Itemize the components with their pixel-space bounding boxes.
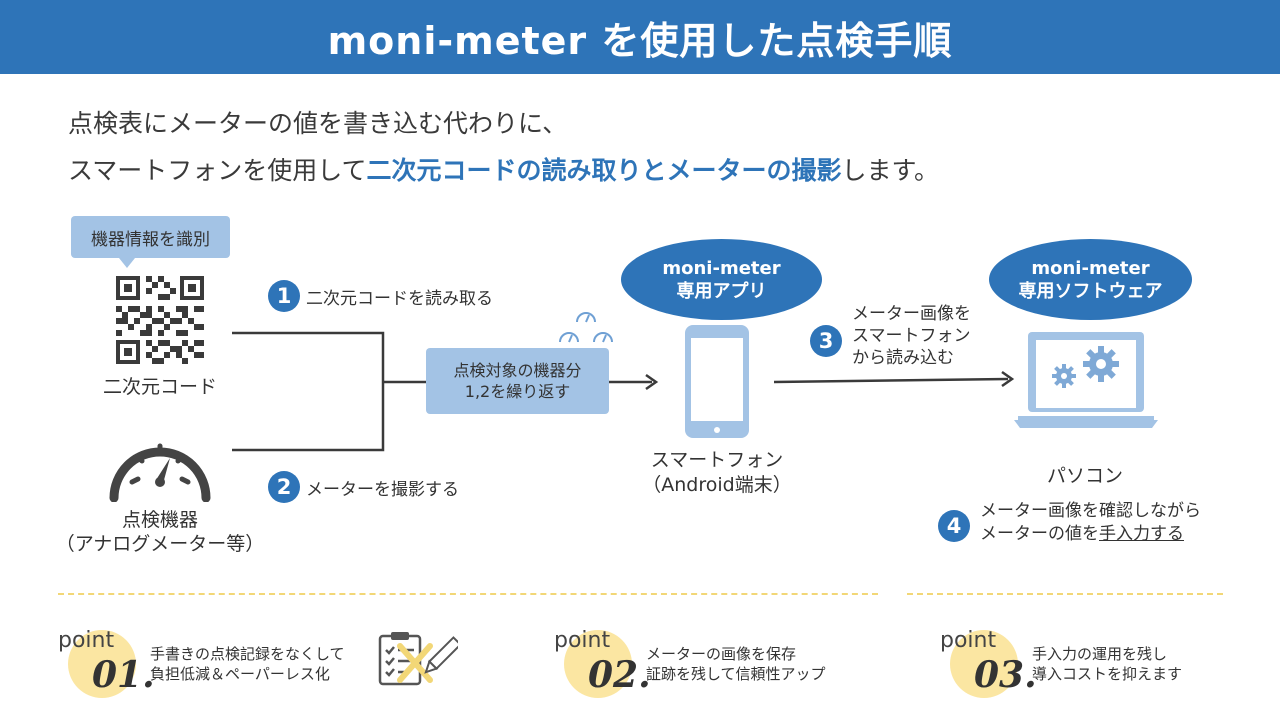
pc-label: パソコン xyxy=(1046,465,1123,487)
step-2-number: 2 xyxy=(268,471,300,503)
intro-line-1: 点検表にメーターの値を書き込む代わりに、 xyxy=(68,109,568,138)
point-01-word: point xyxy=(58,628,115,653)
qr-code-icon xyxy=(116,276,204,364)
step-2-text: メーターを撮影する xyxy=(306,479,459,500)
step-4-number: 4 xyxy=(938,510,970,542)
software-oval: moni-meter 専用ソフトウェア xyxy=(989,239,1192,320)
point-02-text: メーターの画像を保存 証跡を残して信頼性アップ xyxy=(646,644,826,684)
checklist-pen-icon xyxy=(378,630,462,686)
point-02: point 02. メーターの画像を保存 証跡を残して信頼性アップ xyxy=(554,626,874,698)
header-bar: moni-meter を使用した点検手順 xyxy=(0,0,1280,74)
point-02-word: point xyxy=(554,628,611,653)
software-oval-line-1: moni-meter xyxy=(1031,257,1150,279)
point-03-text: 手入力の運用を残し 導入コストを抑えます xyxy=(1032,644,1182,684)
point-03-line-2: 導入コストを抑えます xyxy=(1032,665,1183,683)
step-4-text: メーター画像を確認しながら メーターの値を手入力する xyxy=(980,500,1201,546)
point-01-badge xyxy=(68,630,136,698)
repeat-box: 点検対象の機器分 1,2を繰り返す xyxy=(426,348,609,414)
smartphone-label-line-2: （Android端末） xyxy=(642,474,792,496)
point-01-line-2: 負担低減＆ペーパーレス化 xyxy=(150,665,330,683)
point-01-text: 手書きの点検記録をなくして 負担低減＆ペーパーレス化 xyxy=(150,644,345,684)
dashed-separator-right xyxy=(907,593,1223,595)
smartphone-label-line-1: スマートフォン xyxy=(650,449,784,471)
point-02-badge xyxy=(564,630,632,698)
software-oval-line-2: 専用ソフトウェア xyxy=(1018,280,1163,302)
step-3-text: メーター画像を スマートフォン から読み込む xyxy=(852,303,971,369)
step-3-number: 3 xyxy=(810,325,842,357)
qr-code-label: 二次元コード xyxy=(102,376,217,398)
small-gauges-icon xyxy=(557,304,615,346)
intro-line-2-highlight: 二次元コードの読み取りとメーターの撮影 xyxy=(366,156,842,185)
dashed-separator-left xyxy=(58,593,878,595)
step-3-line-3: から読み込む xyxy=(852,348,954,368)
step-1: 1 二次元コードを読み取る xyxy=(268,280,493,312)
device-label-line-1: 点検機器 xyxy=(121,509,198,531)
intro-line-2-pre: スマートフォンを使用して xyxy=(68,156,367,185)
repeat-line-1: 点検対象の機器分 xyxy=(453,361,582,380)
point-03: point 03. 手入力の運用を残し 導入コストを抑えます xyxy=(940,626,1240,698)
gauge-icon xyxy=(104,426,216,503)
device-label-line-2: （アナログメーター等） xyxy=(55,533,265,555)
app-oval-line-2: 専用アプリ xyxy=(676,280,767,302)
point-03-word: point xyxy=(940,628,997,653)
laptop-gear-icon xyxy=(1014,332,1158,428)
point-01-number: 01. xyxy=(92,654,155,696)
intro-line-2: スマートフォンを使用して二次元コードの読み取りとメーターの撮影します。 xyxy=(68,147,939,194)
step-4-line-2: メーターの値を手入力する xyxy=(980,523,1201,546)
step-3-line-2: スマートフォン xyxy=(852,326,971,346)
point-03-line-1: 手入力の運用を残し xyxy=(1032,645,1168,663)
step-1-text: 二次元コードを読み取る xyxy=(306,288,493,309)
app-oval: moni-meter 専用アプリ xyxy=(621,239,822,320)
step-4-line-2-underline: 手入力する xyxy=(1099,524,1184,544)
intro-text: 点検表にメーターの値を書き込む代わりに、 スマートフォンを使用して二次元コードの… xyxy=(68,100,939,194)
point-02-number: 02. xyxy=(588,654,651,696)
smartphone-icon xyxy=(685,325,749,438)
step-4-line-2-pre: メーターの値を xyxy=(980,524,1099,544)
point-01-line-1: 手書きの点検記録をなくして xyxy=(150,645,345,663)
repeat-line-2: 1,2を繰り返す xyxy=(464,382,571,401)
smartphone-label: スマートフォン （Android端末） xyxy=(612,448,822,498)
step-3-line-1: メーター画像を xyxy=(852,304,971,324)
intro-line-2-post: します。 xyxy=(841,156,940,185)
step-2: 2 メーターを撮影する xyxy=(268,471,459,503)
point-03-number: 03. xyxy=(974,654,1037,696)
app-oval-line-1: moni-meter xyxy=(662,257,781,279)
point-02-line-2: 証跡を残して信頼性アップ xyxy=(646,665,826,683)
device-id-tag: 機器情報を識別 xyxy=(71,216,230,268)
point-02-line-1: メーターの画像を保存 xyxy=(646,645,797,663)
point-01: point 01. 手書きの点検記録をなくして 負担低減＆ペーパーレス化 xyxy=(58,626,358,698)
step-1-number: 1 xyxy=(268,280,300,312)
point-03-badge xyxy=(950,630,1018,698)
device-label: 点検機器 （アナログメーター等） xyxy=(40,508,280,556)
page-title: moni-meter を使用した点検手順 xyxy=(327,18,953,63)
step-4-line-1: メーター画像を確認しながら xyxy=(980,501,1201,521)
